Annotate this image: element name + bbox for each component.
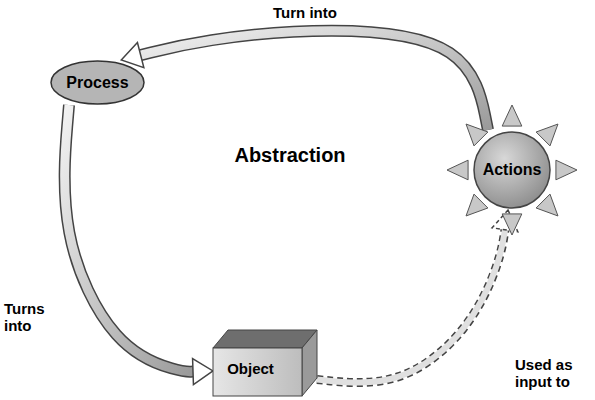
curved-arrow [65, 105, 213, 385]
object-cube: Object [213, 330, 317, 396]
node-label: Process [66, 74, 128, 92]
actions-sun: Actions [472, 130, 552, 210]
arrow-head [193, 359, 213, 385]
arrow-body [317, 230, 505, 383]
node-label: Actions [483, 161, 542, 179]
arrow-outline [317, 230, 505, 383]
arrow-outline [65, 105, 193, 372]
arrow-label: Turn into [255, 4, 355, 21]
curved-arrow [317, 210, 518, 383]
curved-arrow [121, 31, 488, 130]
process-ellipse: Process [50, 60, 145, 105]
arrow-label: Used as input to [515, 356, 587, 391]
arrow-body [65, 105, 193, 372]
arrow-body [141, 31, 488, 130]
node-label: Object [213, 360, 288, 377]
center-heading: Abstraction [234, 144, 345, 167]
arrow-head [121, 42, 144, 67]
arrow-outline [141, 31, 488, 130]
arrow-label: Turns into [4, 300, 56, 335]
